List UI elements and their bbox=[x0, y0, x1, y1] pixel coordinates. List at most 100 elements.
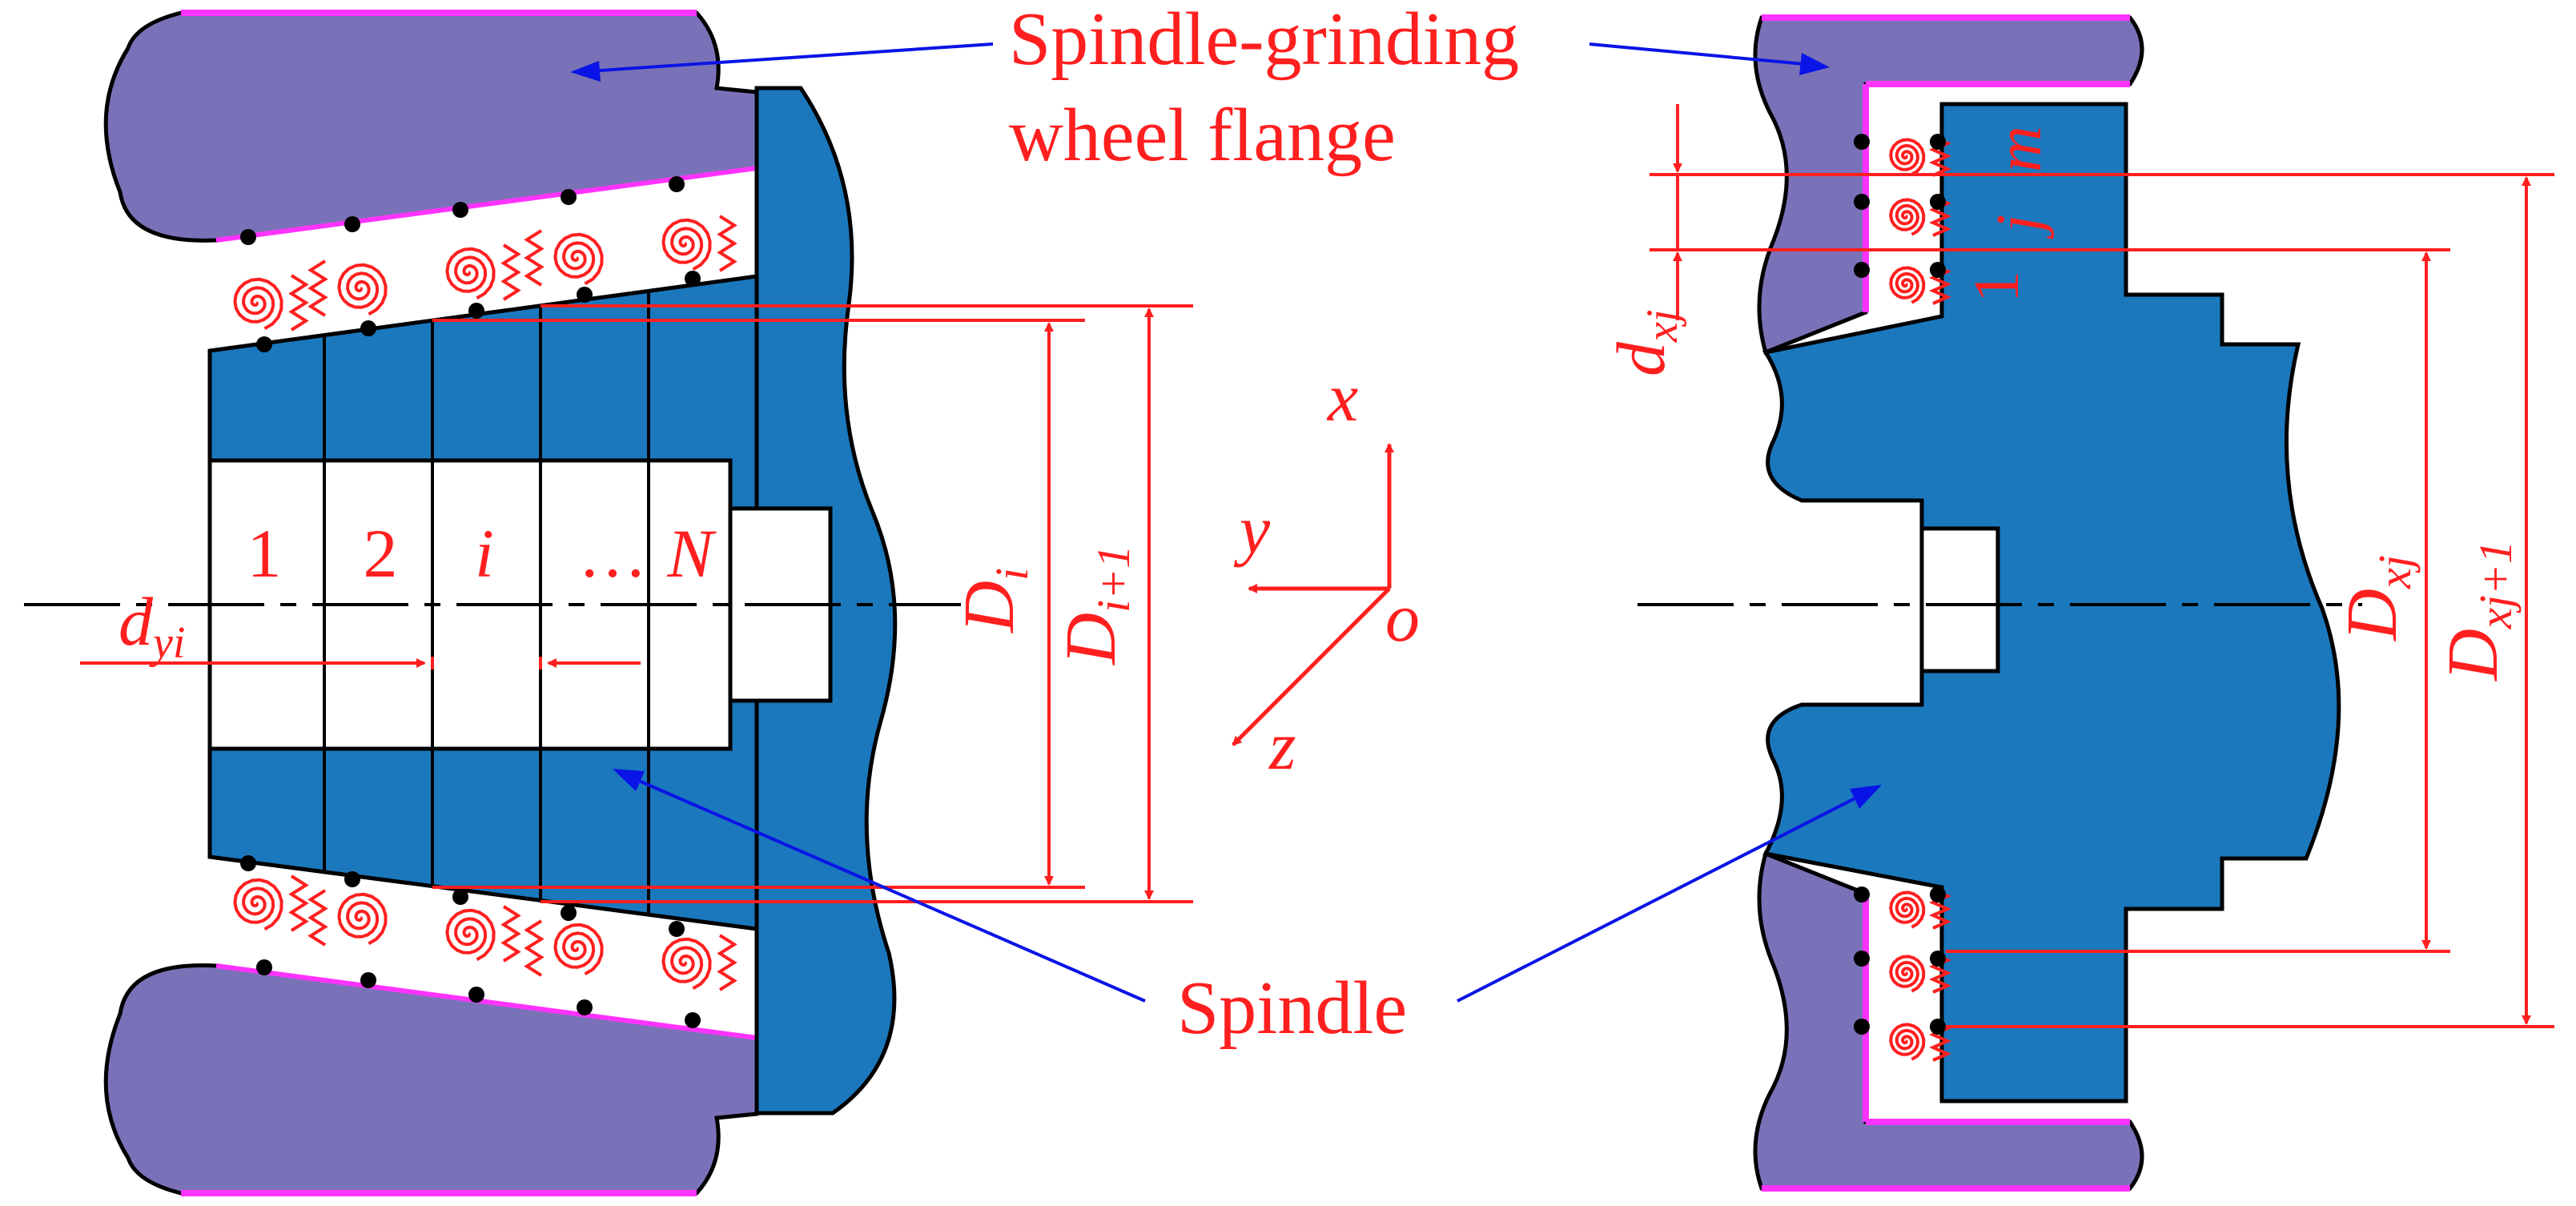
flange-leader-right bbox=[1589, 42, 1822, 67]
spindle-callout: Spindle bbox=[613, 769, 1882, 1050]
spiral-spring-icon bbox=[1889, 263, 1951, 305]
right-assembly: 1 j m dxj Dxj Dxj+1 bbox=[1602, 14, 2554, 1192]
d-xj-base: d bbox=[1602, 341, 1679, 376]
D-i1-base: D bbox=[1051, 613, 1131, 666]
coordinate-axes: x y z o bbox=[1232, 359, 1420, 784]
contact-node bbox=[344, 871, 360, 887]
contact-node bbox=[344, 216, 360, 232]
contact-node bbox=[577, 999, 593, 1015]
right-lower-flange bbox=[1753, 850, 2144, 1191]
contact-node bbox=[1930, 951, 1946, 967]
spiral-spring-icon bbox=[233, 874, 309, 932]
D-xj-base: D bbox=[2333, 589, 2412, 642]
d-yi-base: d bbox=[119, 583, 154, 660]
spiral-spring-icon bbox=[661, 934, 737, 991]
segment-label-i: i bbox=[475, 515, 494, 592]
contact-node bbox=[360, 972, 376, 988]
contact-node bbox=[1930, 886, 1946, 902]
spiral-spring-icon bbox=[524, 919, 604, 977]
D-xj1-base: D bbox=[2433, 629, 2513, 682]
contact-node bbox=[1854, 134, 1870, 150]
dimension-D-xj: Dxj bbox=[1946, 251, 2450, 953]
contact-node bbox=[240, 855, 256, 871]
contact-node bbox=[1854, 262, 1870, 278]
flange-leader-left bbox=[576, 42, 994, 74]
spindle-leader-left bbox=[620, 771, 1146, 1003]
left-lower-flange bbox=[103, 963, 759, 1196]
contact-node bbox=[468, 987, 484, 1003]
contact-node bbox=[256, 336, 272, 352]
spindle-label: Spindle bbox=[1177, 967, 1407, 1050]
segment-label-2: 2 bbox=[364, 515, 398, 592]
spiral-spring-icon bbox=[307, 889, 388, 947]
flange-callout: Spindle-grinding wheel flange bbox=[570, 0, 1830, 177]
D-xj-sub: xj bbox=[2369, 555, 2421, 589]
flange-leader-right-arrow bbox=[1799, 53, 1830, 75]
spiral-spring-icon bbox=[661, 215, 737, 272]
segment-label-N: N bbox=[666, 515, 717, 592]
row-label-1: 1 bbox=[1962, 271, 2032, 303]
axis-label-o: o bbox=[1385, 579, 1420, 656]
D-xj1-sub: xj+1 bbox=[2470, 541, 2522, 629]
axis-label-x: x bbox=[1326, 359, 1358, 436]
dimension-D-i1: Di+1 bbox=[541, 304, 1193, 903]
right-upper-flange bbox=[1753, 15, 2144, 356]
left-lower-flange-contact bbox=[215, 963, 758, 1040]
spiral-spring-icon bbox=[1889, 135, 1951, 177]
spiral-spring-icon bbox=[1889, 195, 1951, 237]
row-label-m: m bbox=[1984, 126, 2055, 172]
svg-text:Di: Di bbox=[950, 568, 1038, 634]
right-bearing-springs bbox=[1854, 134, 1951, 1062]
dimension-d-yi: dyi bbox=[80, 583, 641, 669]
contact-node bbox=[1930, 262, 1946, 278]
contact-node bbox=[468, 303, 484, 319]
spiral-spring-icon bbox=[524, 229, 604, 287]
contact-node bbox=[577, 287, 593, 303]
contact-node bbox=[1854, 886, 1870, 902]
contact-node bbox=[561, 189, 577, 205]
contact-node bbox=[685, 1012, 701, 1028]
contact-node bbox=[452, 202, 468, 218]
contact-node bbox=[669, 176, 685, 192]
contact-node bbox=[1930, 1019, 1946, 1035]
contact-node bbox=[1854, 1019, 1870, 1035]
svg-text:Dxj+1: Dxj+1 bbox=[2433, 541, 2522, 682]
contact-node bbox=[685, 271, 701, 287]
contact-node bbox=[1930, 194, 1946, 210]
segment-label-dots: … bbox=[578, 515, 647, 592]
spindle-leader-right bbox=[1457, 787, 1875, 1003]
dimension-D-i: Di bbox=[432, 319, 1085, 889]
spiral-spring-icon bbox=[1889, 952, 1951, 994]
spiral-spring-icon bbox=[307, 259, 388, 317]
spindle-leader-right-arrow bbox=[1850, 785, 1882, 809]
svg-text:Di+1: Di+1 bbox=[1051, 545, 1139, 666]
right-spindle-body bbox=[1762, 102, 2341, 1103]
spindle-leader-left-arrow bbox=[613, 769, 645, 791]
spiral-spring-icon bbox=[1889, 888, 1951, 930]
left-upper-flange-contact bbox=[215, 166, 758, 243]
dimension-D-xj1: Dxj+1 bbox=[1946, 173, 2554, 1028]
right-spindle-bore bbox=[1919, 526, 2000, 673]
flange-title-line1: Spindle-grinding bbox=[1009, 0, 1519, 81]
D-i1-sub: i+1 bbox=[1087, 545, 1139, 613]
contact-node bbox=[1854, 951, 1870, 967]
contact-node bbox=[561, 905, 577, 921]
svg-text:Dxj: Dxj bbox=[2333, 555, 2421, 642]
contact-node bbox=[1854, 194, 1870, 210]
svg-text:dxj: dxj bbox=[1602, 310, 1687, 376]
D-i-sub: i bbox=[986, 568, 1038, 581]
spiral-spring-icon bbox=[445, 905, 521, 963]
left-assembly: 1 2 i … N dyi Di Di+1 bbox=[24, 10, 1193, 1196]
D-i-base: D bbox=[950, 581, 1029, 634]
d-yi-sub: yi bbox=[149, 618, 185, 668]
right-lower-flange-edge bbox=[1762, 894, 2130, 1192]
contact-node bbox=[360, 320, 376, 336]
contact-node bbox=[452, 889, 468, 905]
spiral-spring-icon bbox=[233, 274, 309, 332]
flange-title-line2: wheel flange bbox=[1009, 94, 1396, 177]
contact-node bbox=[256, 959, 272, 975]
spiral-spring-icon bbox=[1889, 1020, 1951, 1062]
contact-node bbox=[1930, 134, 1946, 150]
